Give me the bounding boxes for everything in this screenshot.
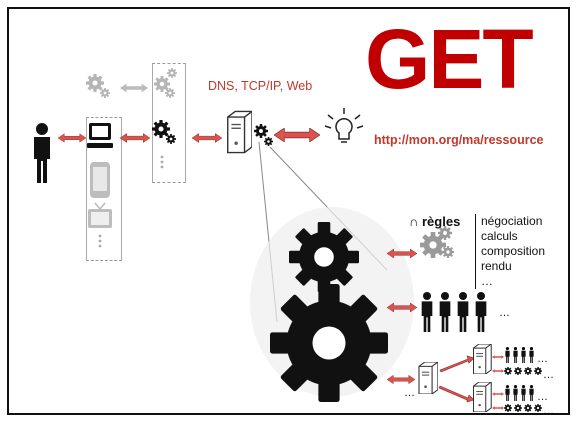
arrow-middleware-server <box>192 133 222 143</box>
person-icon <box>513 385 518 401</box>
gear-icon <box>514 367 522 375</box>
person-icon <box>513 347 518 363</box>
server-ellipsis: … <box>404 387 415 399</box>
rule-item: négociation <box>481 214 543 228</box>
person-icon <box>457 292 469 332</box>
person-icon <box>505 347 510 363</box>
server-gear-small-icon <box>264 137 273 146</box>
rules-list: négociation calculs composition rendu … <box>475 214 545 289</box>
mini-people-group <box>505 385 534 401</box>
server-icon <box>226 110 252 154</box>
rules-gear-small-icon <box>442 246 454 258</box>
arrow-user-device <box>58 133 86 143</box>
resource-url[interactable]: http://mon.org/ma/ressource <box>374 133 544 147</box>
person-icon <box>421 292 433 332</box>
user-person-icon <box>34 123 50 183</box>
faded-gear-small-icon <box>100 88 110 98</box>
middleware-gear-icon <box>152 120 170 138</box>
arrow-servers <box>387 374 415 385</box>
mini-gears-group <box>504 367 542 375</box>
person-icon <box>529 385 534 401</box>
protocols-label: DNS, TCP/IP, Web <box>208 79 313 93</box>
faded-gear-small-icon <box>167 68 177 78</box>
mini-ellipsis: … <box>543 405 554 415</box>
mini-ellipsis: … <box>537 353 548 365</box>
person-icon <box>439 292 451 332</box>
rule-item: composition <box>481 244 546 258</box>
get-title: GET <box>365 12 534 106</box>
faded-gear-icon <box>86 74 104 92</box>
gear-icon <box>504 404 512 412</box>
person-icon <box>521 385 526 401</box>
diagram-frame: GET DNS, TCP/IP, Web http://mon.org/ma/r… <box>7 7 570 415</box>
person-icon <box>475 292 487 332</box>
arrow-faded-gears <box>120 83 148 93</box>
middleware-more-dots <box>160 155 164 169</box>
person-icon <box>529 347 534 363</box>
rule-item: calculs <box>481 229 518 243</box>
phone-icon <box>90 162 110 198</box>
server-links <box>438 355 475 403</box>
mini-arrow <box>492 369 504 373</box>
huge-gear-icon <box>270 284 388 402</box>
server-icon <box>418 362 438 394</box>
faded-gear-small-icon <box>165 88 175 98</box>
arrow-server-resource <box>274 128 320 142</box>
gear-icon <box>524 367 532 375</box>
arrow-device-middleware <box>120 133 150 143</box>
gear-icon <box>534 404 542 412</box>
mini-gears-group <box>504 404 542 412</box>
mini-arrows <box>492 355 504 410</box>
mini-arrow <box>492 355 504 359</box>
rule-item: rendu <box>481 259 512 273</box>
gear-icon <box>524 404 532 412</box>
rules-gear-small-icon <box>438 226 452 240</box>
middleware-column <box>152 63 186 183</box>
mini-ellipsis: … <box>537 391 548 403</box>
tv-icon <box>88 202 112 228</box>
server-gear-icon <box>254 124 268 138</box>
people-ellipsis: … <box>499 307 510 319</box>
rules-heading: ∩ règles <box>409 214 461 229</box>
gear-icon <box>534 367 542 375</box>
person-icon <box>521 347 526 363</box>
device-column <box>86 117 122 261</box>
mini-people-group <box>505 347 534 363</box>
device-more-dots <box>98 234 102 248</box>
server-icon <box>472 382 492 412</box>
diagram-graphics <box>34 68 542 412</box>
server-icon <box>472 344 492 374</box>
person-icon <box>505 385 510 401</box>
mini-arrow <box>492 392 504 396</box>
gear-icon <box>514 404 522 412</box>
computer-icon <box>87 123 113 148</box>
gear-icon <box>504 367 512 375</box>
mini-arrow <box>492 406 504 410</box>
middleware-gear-small-icon <box>166 134 176 144</box>
mini-ellipsis: … <box>543 369 554 381</box>
lightbulb-icon <box>324 108 364 143</box>
rule-item: … <box>481 274 493 288</box>
large-gear-icon <box>289 222 359 292</box>
